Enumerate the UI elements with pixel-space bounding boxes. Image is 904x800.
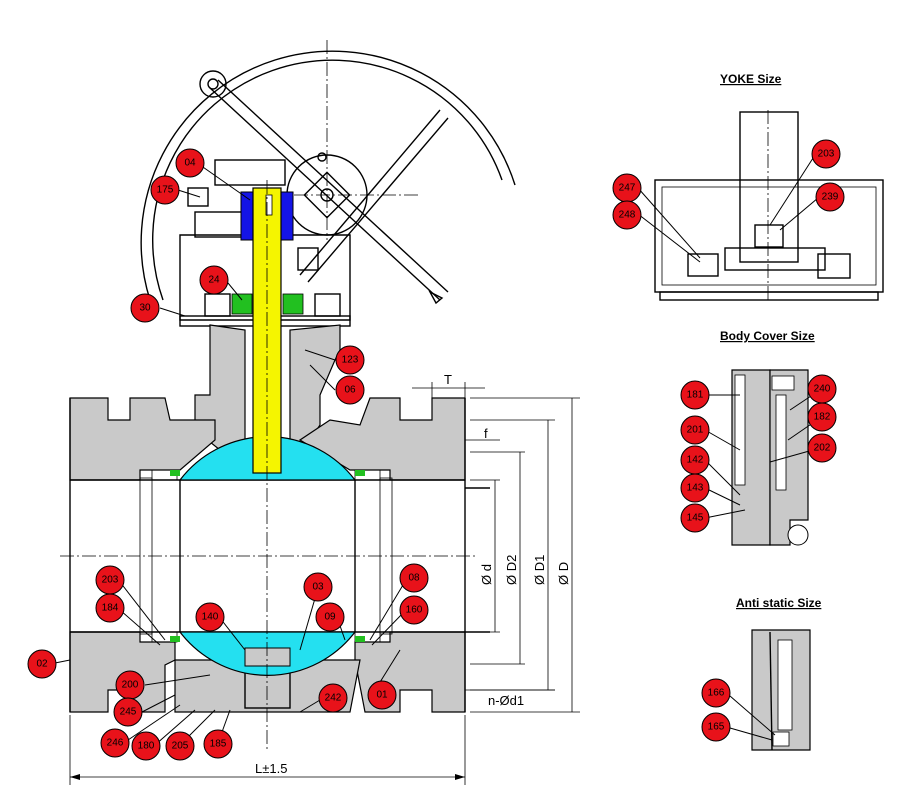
svg-text:01: 01 [376,690,388,701]
callout-184: 184 [95,593,125,623]
svg-text:04: 04 [184,158,196,169]
callout-205: 205 [165,731,195,761]
dim-D2: Ø D2 [504,555,519,585]
callout-30: 30 [130,293,160,323]
callout-142: 142 [680,445,710,475]
callout-165: 165 [701,712,731,742]
callout-202: 202 [807,433,837,463]
svg-text:246: 246 [107,738,124,749]
callout-239: 239 [815,182,845,212]
body-cover-detail: Body Cover Size [720,329,815,546]
dim-D: Ø D [556,562,571,585]
svg-text:202: 202 [814,443,831,454]
callout-245: 245 [113,697,143,727]
dim-D1: Ø D1 [532,555,547,585]
callout-240: 240 [807,374,837,404]
callout-185: 185 [203,729,233,759]
callout-200: 200 [115,670,145,700]
svg-text:203: 203 [818,149,835,160]
callout-123: 123 [335,345,365,375]
callout-04: 04 [175,148,205,178]
svg-text:180: 180 [138,741,155,752]
svg-text:200: 200 [122,680,139,691]
svg-text:06: 06 [344,385,356,396]
svg-text:08: 08 [408,573,420,584]
dim-length: L±1.5 [255,761,287,776]
dim-bolt-holes: n-Ød1 [488,693,524,708]
svg-text:184: 184 [102,603,119,614]
callout-02: 02 [27,649,57,679]
svg-text:145: 145 [687,513,704,524]
callout-242: 242 [318,683,348,713]
callout-166: 166 [701,678,731,708]
body-cover-title: Body Cover Size [720,329,815,343]
callout-248: 248 [612,200,642,230]
svg-text:143: 143 [687,483,704,494]
svg-text:09: 09 [324,612,336,623]
leader-lines [54,154,821,746]
svg-text:182: 182 [814,412,831,423]
svg-text:166: 166 [708,688,725,699]
callout-160: 160 [399,595,429,625]
anti-static-detail: Anti static Size [736,596,822,751]
svg-text:165: 165 [708,722,725,733]
callout-03: 03 [303,572,333,602]
svg-text:03: 03 [312,582,324,593]
svg-text:02: 02 [36,659,48,670]
svg-text:160: 160 [406,605,423,616]
callout-145: 145 [680,503,710,533]
svg-text:245: 245 [120,707,137,718]
svg-text:140: 140 [202,612,219,623]
callout-08: 08 [399,563,429,593]
svg-text:248: 248 [619,210,636,221]
anti-static-title: Anti static Size [736,596,822,610]
callout-140: 140 [195,602,225,632]
svg-text:201: 201 [687,425,704,436]
yoke-title: YOKE Size [720,72,782,86]
svg-text:181: 181 [687,390,704,401]
svg-text:24: 24 [208,275,220,286]
yoke-detail: YOKE Size [654,72,884,301]
callout-201: 201 [680,415,710,445]
callout-180: 180 [131,731,161,761]
svg-text:242: 242 [325,693,342,704]
dim-d: Ø d [479,564,494,585]
svg-text:239: 239 [822,192,839,203]
dim-f: f [484,426,488,441]
svg-text:175: 175 [157,185,174,196]
callout-09: 09 [315,602,345,632]
callout-247: 247 [612,173,642,203]
dim-T: T [444,372,452,387]
dimensions: L±1.5 T f Ø d Ø D2 Ø D1 Ø D n-Ød1 [69,372,580,785]
svg-text:30: 30 [139,303,151,314]
callout-24: 24 [199,265,229,295]
callout-203: 203 [95,565,125,595]
callout-203-yoke: 203 [811,139,841,169]
svg-text:185: 185 [210,739,227,750]
callout-175: 175 [150,175,180,205]
callouts: 04 175 24 30 123 06 203 184 03 08 140 09… [27,139,845,761]
callout-181: 181 [680,380,710,410]
callout-182: 182 [807,402,837,432]
callout-01: 01 [367,680,397,710]
svg-text:247: 247 [619,183,636,194]
svg-text:203: 203 [102,575,119,586]
callout-143: 143 [680,473,710,503]
svg-text:240: 240 [814,384,831,395]
svg-text:142: 142 [687,455,704,466]
svg-text:123: 123 [342,355,359,366]
callout-246: 246 [100,728,130,758]
svg-text:205: 205 [172,741,189,752]
callout-06: 06 [335,375,365,405]
handwheel [140,40,516,305]
